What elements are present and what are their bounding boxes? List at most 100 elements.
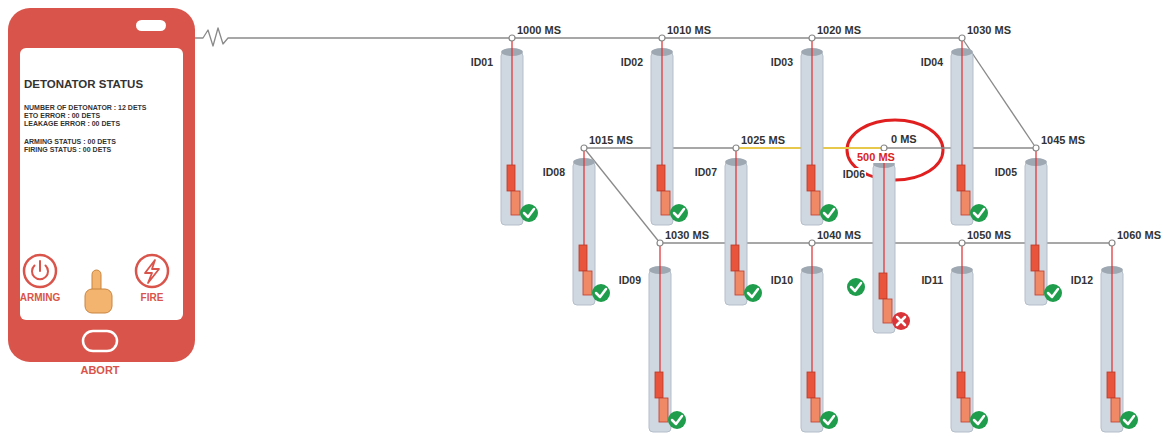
status-line: FIRING STATUS : 00 DETS [24,146,182,154]
ok-badge [670,204,688,222]
check-mark [824,416,834,424]
home-button-outline [83,331,117,351]
booster [811,398,820,422]
connector-dot [659,35,665,41]
hand-palm [85,289,112,313]
hole-id: ID06 [842,168,866,180]
bolt-symbol [145,260,159,283]
check-mark [824,209,834,217]
arming-button: ARMING [15,252,65,314]
detonator [579,245,587,271]
delay-label: 1040 MS [816,229,862,241]
connector-dot [809,240,815,246]
wire-connector [662,37,812,38]
status-heading: DETONATOR STATUS [24,78,182,90]
wire-connector [812,37,962,38]
blast-hole: ID060 MS500 MS [870,148,898,333]
button-icon [127,252,177,314]
ok-badge [820,204,838,222]
booster [811,191,820,215]
hole-id: ID03 [770,56,794,68]
detonator [507,165,515,191]
blast-hole: ID011000 MS [498,38,526,225]
connector-dot [733,145,739,151]
delay-label: 1015 MS [588,134,634,146]
detonator [807,372,815,398]
delay-label: 1030 MS [664,229,710,241]
detonator [1031,245,1039,271]
hole-id: ID04 [920,56,944,68]
status-line: ARMING STATUS : 00 DETS [24,138,182,146]
booster [583,271,592,295]
ok-badge [668,411,686,429]
booster [1111,398,1120,422]
detonator [807,165,815,191]
check-mark [596,289,606,297]
connector-dot [657,240,663,246]
check-mark [674,209,684,217]
blast-hole: ID091030 MS [646,243,674,432]
booster [735,271,744,295]
delay-label: 1020 MS [816,24,862,36]
connector-dot [581,145,587,151]
abort-button: ABORT [82,330,118,352]
detonator-hole [870,148,898,333]
wire-connector [512,37,662,38]
detonator-hole [798,243,826,432]
hole-id: ID02 [620,56,644,68]
detonator [957,165,965,191]
booster [511,191,520,215]
connector-dot [959,35,965,41]
phone-body [8,8,195,362]
blast-hole: ID081015 MS [570,148,598,305]
blast-hole: ID101040 MS [798,243,826,432]
booster [883,299,892,323]
check-mark [1048,289,1058,297]
button-icon [15,252,65,314]
phone-speaker [136,20,166,31]
delay-label: 1060 MS [1116,229,1162,241]
ok-badge [520,204,538,222]
check-mark [748,289,758,297]
ok-badge [592,284,610,302]
detonator [655,372,663,398]
blast-hole: ID121060 MS [1098,243,1126,432]
detonator [879,273,887,299]
detonator [657,165,665,191]
booster [1035,271,1044,295]
delay-label: 1010 MS [666,24,712,36]
blast-hole: ID111050 MS [948,243,976,432]
status-line: NUMBER OF DETONATOR : 12 DETS [24,104,182,112]
delay-label: 1025 MS [740,134,786,146]
ok-badge [970,204,988,222]
detonator [1107,372,1115,398]
phone-controller: DETONATOR STATUS NUMBER OF DETONATOR : 12… [8,8,195,362]
connector-dot [509,35,515,41]
detonator [731,245,739,271]
hole-id: ID10 [770,274,794,286]
connector-dot [1033,145,1039,151]
status-line: LEAKAGE ERROR : 00 DETS [24,120,182,128]
hole-id: ID11 [920,274,944,286]
detonator-hole [498,38,526,225]
detonator-hole [1022,148,1050,305]
ok-badge [847,278,865,296]
blast-hole: ID071025 MS [722,148,750,305]
delay-label: 1050 MS [966,229,1012,241]
delay-label: 0 MS [890,133,918,145]
detonator-hole [648,38,676,225]
cross-mark [897,317,905,325]
check-mark [672,416,682,424]
wire-connector [195,28,512,46]
button-label: FIRE [141,292,164,303]
blast-hole: ID041030 MS [948,38,976,225]
ok-badge [970,411,988,429]
check-mark [851,283,861,291]
detonator [957,372,965,398]
button-ring [24,255,56,287]
home-button [82,330,118,352]
status-line: ETO ERROR : 00 DETS [24,112,182,120]
blast-hole: ID051045 MS [1022,148,1050,305]
detonator-hole [722,148,750,305]
detonator-hole [948,38,976,225]
